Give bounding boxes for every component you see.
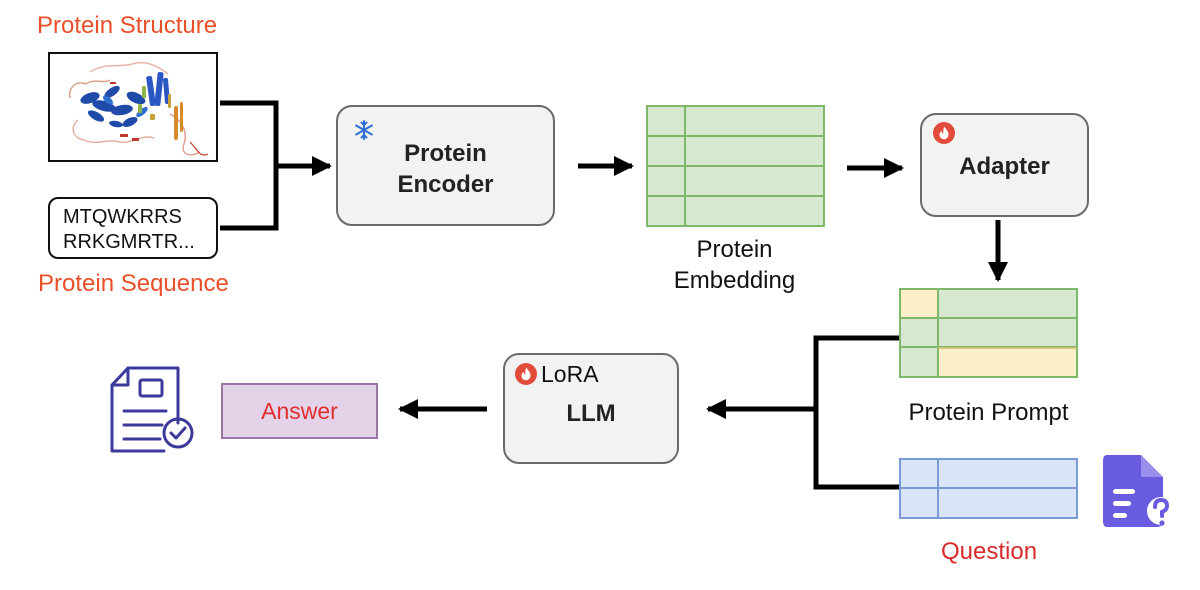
input-merge-connector (220, 100, 332, 231)
protein-embedding-label: Protein Embedding (652, 234, 817, 296)
lora-label: LoRA (541, 361, 599, 387)
embedding-label-line-2: Embedding (673, 267, 796, 294)
protein-structure-label: Protein Structure (37, 12, 218, 39)
protein-ribbon-illustration (68, 62, 209, 156)
adapter-label: Adapter (959, 153, 1050, 180)
llm-label: LLM (566, 400, 616, 427)
sequence-line-2: RRKGMRTR... (63, 231, 195, 253)
encoder-label-line-2: Encoder (397, 171, 494, 198)
protein-sequence-box: MTQWKRRS RRKGMRTR... (48, 197, 218, 259)
protein-sequence-label: Protein Sequence (38, 270, 229, 297)
question-label: Question (941, 538, 1038, 565)
answer-label: Answer (261, 397, 338, 424)
sequence-line-1: MTQWKRRS (63, 206, 182, 228)
prompt-question-merge-connector (706, 335, 899, 490)
protein-structure-image (48, 52, 218, 162)
answer-box: Answer (221, 383, 378, 439)
encoder-label-line-1: Protein (404, 140, 487, 167)
embedding-label-line-1: Protein (696, 236, 773, 263)
llm-box: LoRA LLM (503, 353, 679, 464)
protein-encoder-box: Protein Encoder (336, 105, 555, 226)
adapter-box: Adapter (920, 113, 1089, 217)
protein-prompt-label: Protein Prompt (908, 399, 1069, 426)
